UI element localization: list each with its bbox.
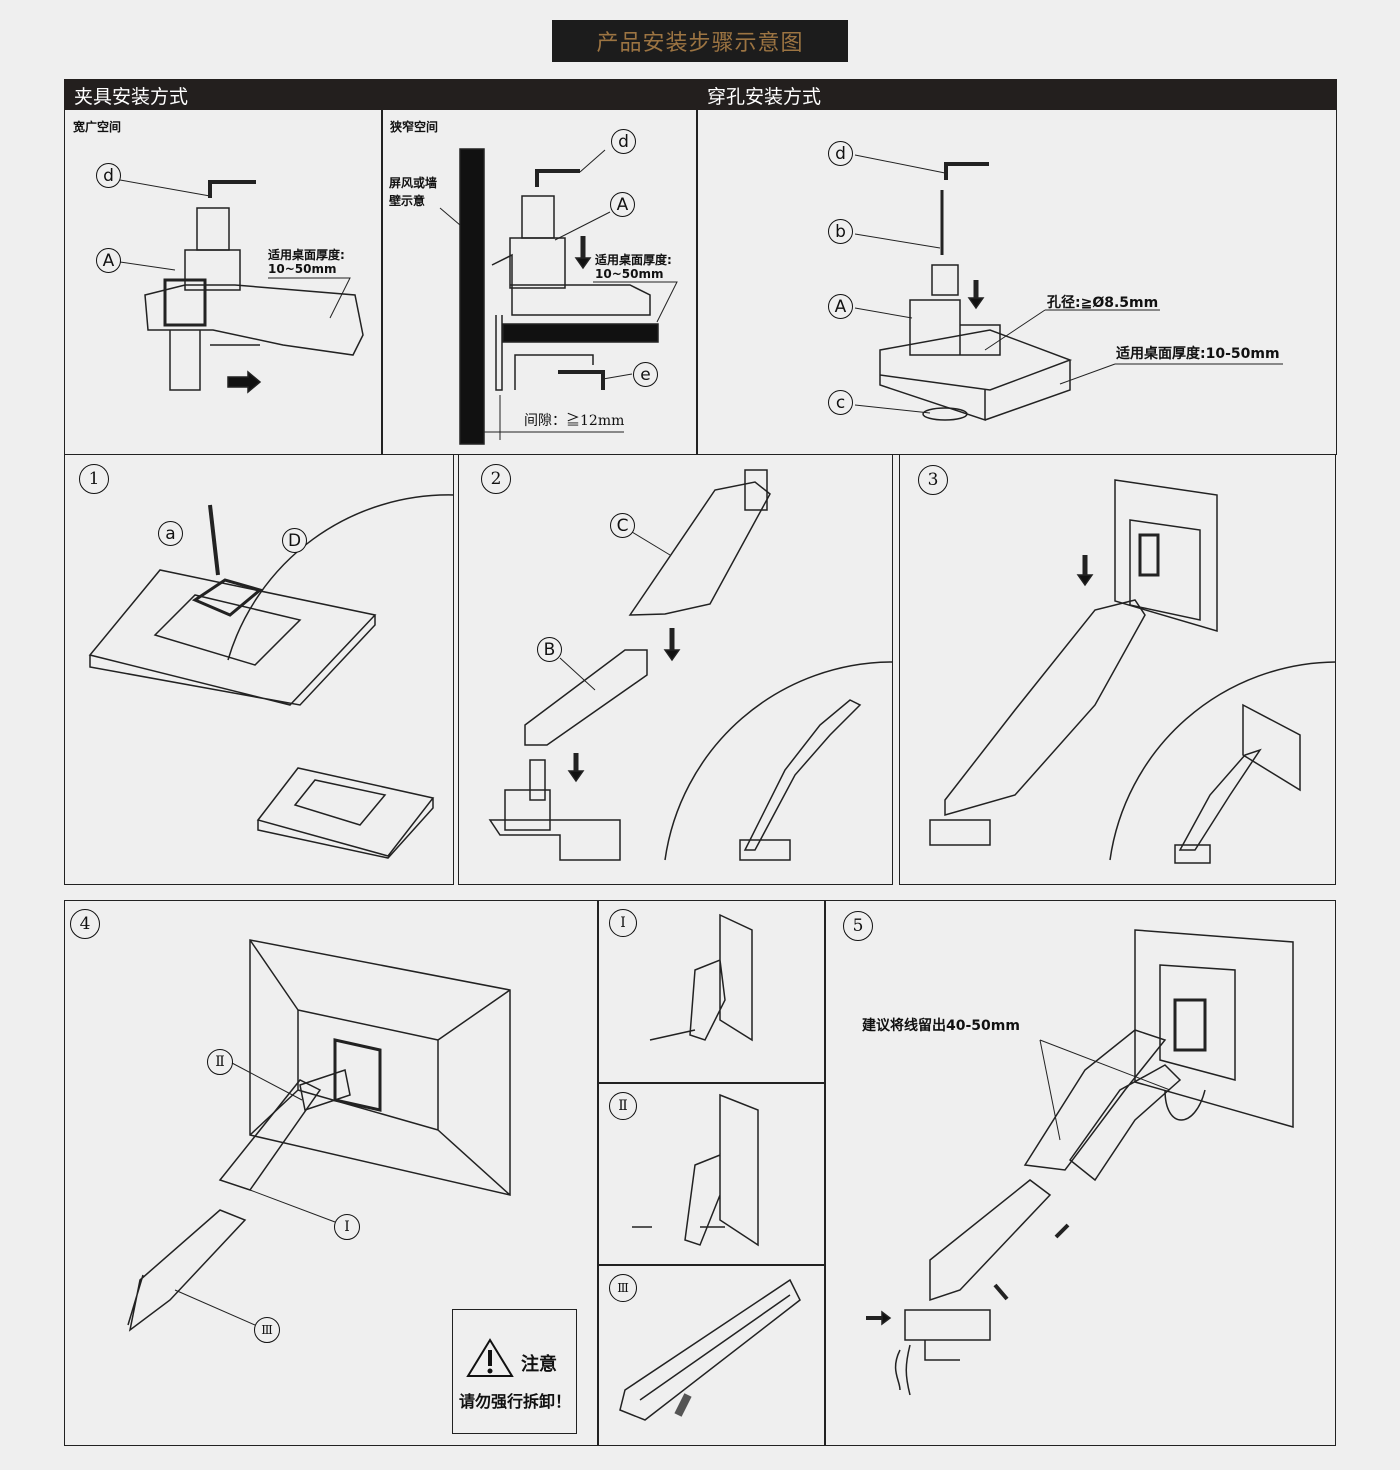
callout-a: a bbox=[158, 521, 183, 546]
callout-c: c bbox=[828, 390, 853, 415]
callout-b: b bbox=[828, 219, 853, 244]
grommet-drawing bbox=[854, 154, 1283, 422]
step4-drawing bbox=[127, 939, 511, 1332]
callout-II: Ⅱ bbox=[207, 1049, 233, 1075]
substep-drawings bbox=[619, 913, 801, 1421]
step-number: 3 bbox=[918, 465, 948, 495]
divider bbox=[381, 110, 383, 455]
callout-d: d bbox=[611, 129, 636, 154]
step3-drawing bbox=[929, 479, 1337, 864]
step1-drawing bbox=[88, 494, 455, 859]
step2-drawing bbox=[488, 469, 894, 861]
warning-box: 注意 请勿强行拆卸！ bbox=[452, 1309, 577, 1434]
divider bbox=[597, 900, 599, 1446]
cable-slack-note: 建议将线留出40-50mm bbox=[862, 1018, 1020, 1034]
callout-A: A bbox=[828, 294, 853, 319]
narrow-space-label: 狭窄空间 bbox=[390, 120, 439, 134]
callout-d: d bbox=[828, 141, 853, 166]
clamp-install-panel bbox=[64, 79, 697, 455]
step4-5-panel bbox=[64, 900, 1336, 1446]
step3-panel bbox=[899, 454, 1336, 885]
step5-drawing bbox=[866, 929, 1294, 1396]
narrow-clamp-drawing bbox=[439, 148, 678, 445]
wide-space-label: 宽广空间 bbox=[73, 120, 122, 134]
step-number: 1 bbox=[79, 464, 109, 494]
divider bbox=[597, 1082, 824, 1084]
page-title: 产品安装步骤示意图 bbox=[552, 20, 848, 62]
callout-D: D bbox=[282, 528, 307, 553]
callout-B: B bbox=[537, 637, 562, 662]
substep-I: Ⅰ bbox=[609, 909, 637, 937]
callout-I: Ⅰ bbox=[334, 1214, 360, 1240]
callout-A: A bbox=[96, 248, 121, 273]
wall-label: 屏风或墙 壁示意 bbox=[389, 176, 438, 208]
substep-II: Ⅱ bbox=[609, 1092, 637, 1120]
step2-panel bbox=[458, 454, 893, 885]
divider bbox=[597, 1264, 824, 1266]
callout-A: A bbox=[610, 192, 635, 217]
wide-thickness-label: 适用桌面厚度: bbox=[268, 248, 345, 262]
warning-text: 请勿强行拆卸！ bbox=[459, 1392, 572, 1411]
step1-panel bbox=[64, 454, 454, 885]
grommet-thickness-label: 适用桌面厚度:10-50mm bbox=[1116, 346, 1280, 362]
step-number: 5 bbox=[843, 911, 873, 941]
warning-icon bbox=[466, 1338, 514, 1377]
gap-label: 间隙：≧12mm bbox=[524, 413, 625, 429]
wide-clamp-drawing bbox=[119, 179, 364, 394]
wide-thickness-range: 10~50mm bbox=[268, 262, 337, 276]
grommet-title: 穿孔安装方式 bbox=[697, 79, 1337, 110]
warning-title: 注意 bbox=[521, 1354, 557, 1375]
hole-diameter-label: 孔径:≧Ø8.5mm bbox=[1047, 295, 1159, 311]
substep-III: Ⅲ bbox=[609, 1274, 637, 1302]
callout-e: e bbox=[633, 362, 658, 387]
narrow-thickness-range: 10~50mm bbox=[595, 267, 664, 281]
step-number: 4 bbox=[70, 909, 100, 939]
step-number: 2 bbox=[481, 464, 511, 494]
callout-d: d bbox=[96, 163, 121, 188]
clamp-title: 夹具安装方式 bbox=[64, 79, 697, 110]
grommet-install-panel bbox=[697, 79, 1337, 455]
callout-III: Ⅲ bbox=[254, 1317, 280, 1343]
narrow-thickness-label: 适用桌面厚度: bbox=[595, 253, 672, 267]
callout-C: C bbox=[610, 513, 635, 538]
divider bbox=[824, 900, 826, 1446]
